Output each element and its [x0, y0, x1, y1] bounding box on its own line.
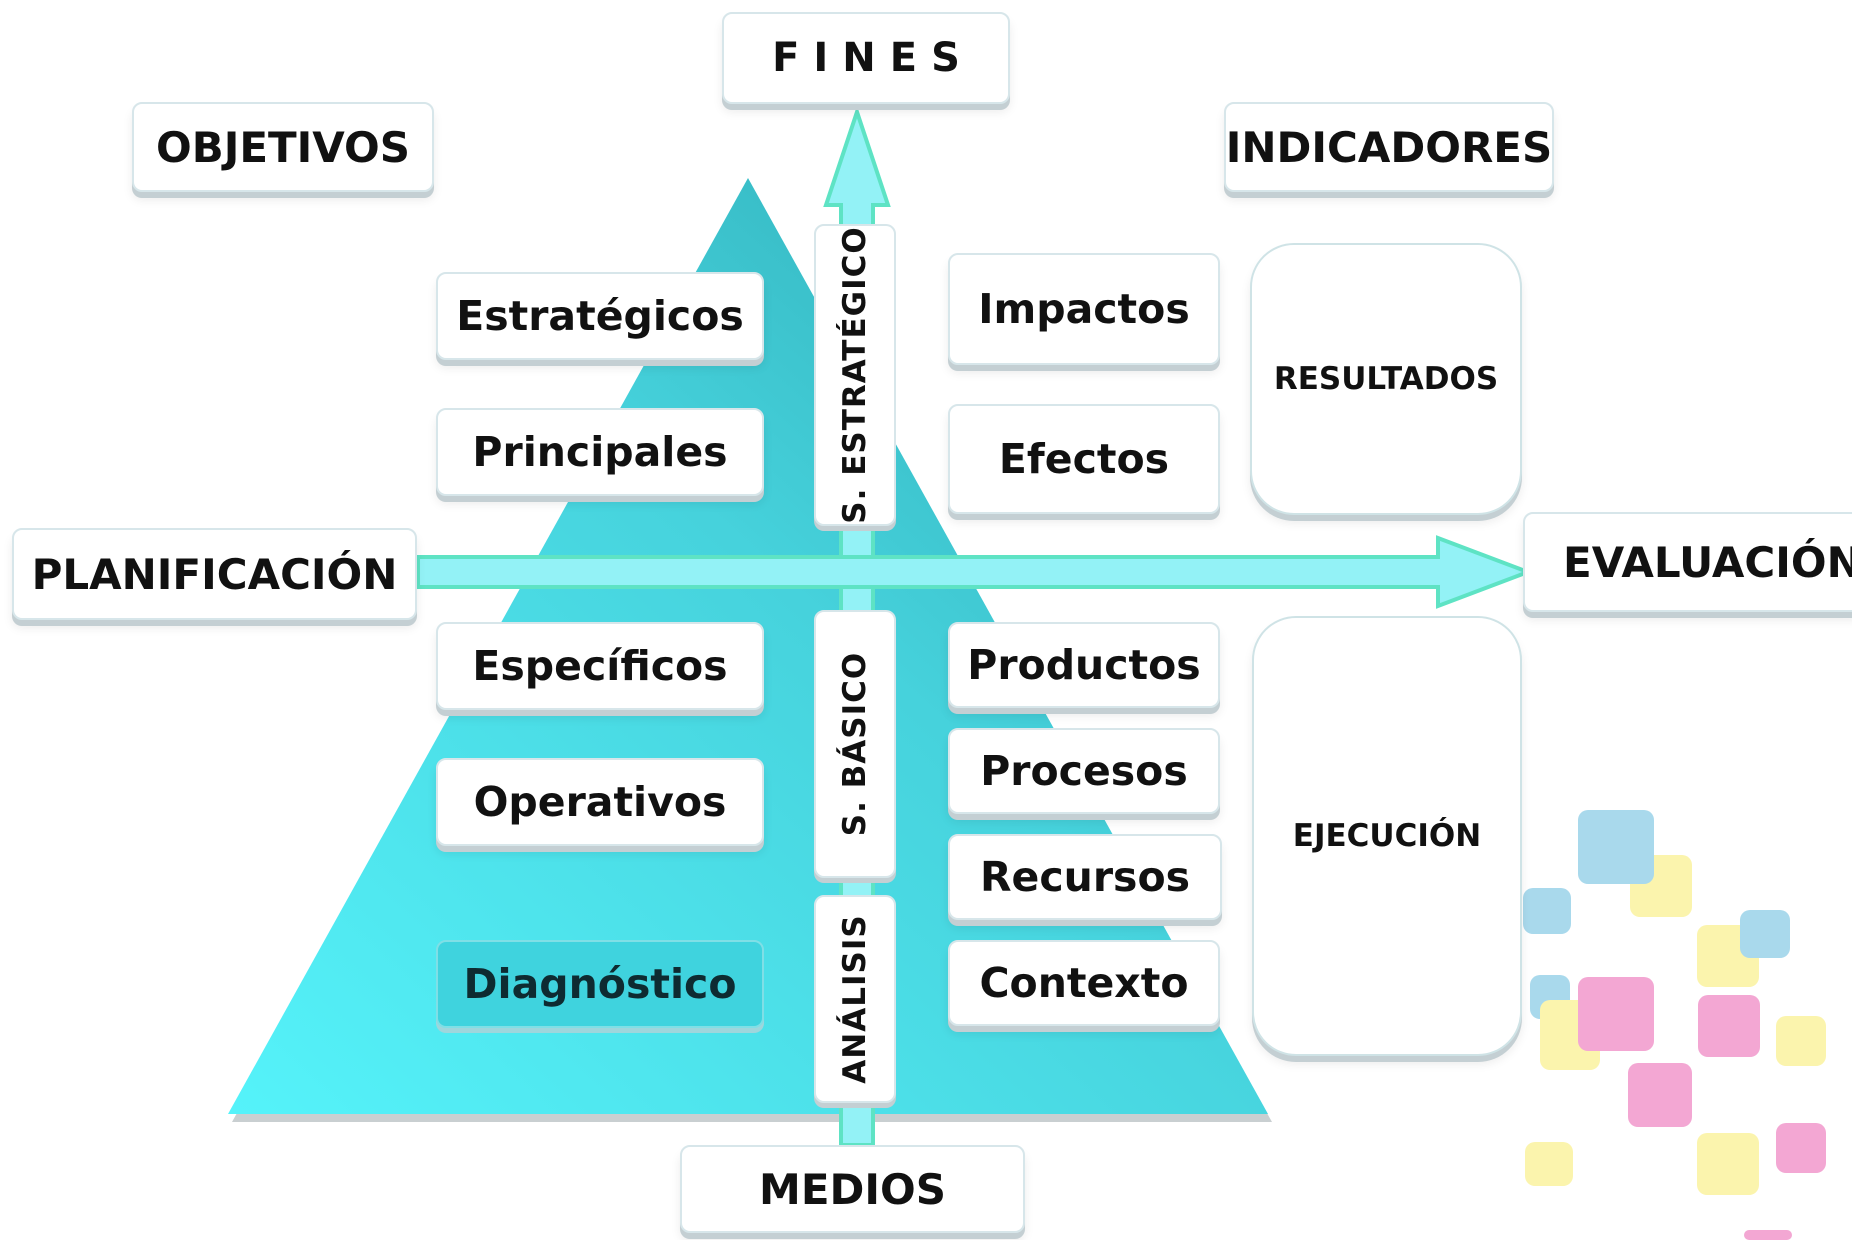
decor-square: [1698, 995, 1760, 1057]
objetivo-estrategicos: Estratégicos: [436, 272, 764, 360]
level-analisis-box: ANÁLISIS: [814, 895, 896, 1103]
indicadores-header: INDICADORES: [1224, 102, 1554, 192]
indicador-recursos: Recursos: [948, 834, 1222, 920]
decor-square: [1697, 1133, 1759, 1195]
level-basico-label: S. BÁSICO: [837, 651, 873, 837]
ejecucion-group: EJECUCIÓN: [1252, 616, 1522, 1056]
decor-square: [1776, 1016, 1826, 1066]
level-basico-box: S. BÁSICO: [814, 610, 896, 878]
planificacion-box: PLANIFICACIÓN: [12, 528, 417, 620]
objetivo-operativos: Operativos: [436, 758, 764, 846]
objetivo-diagnostico: Diagnóstico: [436, 940, 764, 1028]
decor-square: [1578, 977, 1654, 1051]
indicador-efectos: Efectos: [948, 404, 1220, 514]
medios-box: MEDIOS: [680, 1145, 1025, 1233]
objetivos-header: OBJETIVOS: [132, 102, 434, 192]
decor-square: [1523, 888, 1571, 934]
decor-square: [1525, 1142, 1573, 1186]
resultados-group: RESULTADOS: [1250, 243, 1522, 515]
objetivo-especificos: Específicos: [436, 622, 764, 710]
level-estrategico-label: S. ESTRATÉGICO: [837, 226, 873, 524]
decor-square: [1628, 1063, 1692, 1127]
level-estrategico-box: S. ESTRATÉGICO: [814, 224, 896, 526]
objetivo-principales: Principales: [436, 408, 764, 496]
decor-square: [1740, 910, 1790, 958]
level-analisis-label: ANÁLISIS: [837, 914, 873, 1084]
indicador-procesos: Procesos: [948, 728, 1220, 814]
indicador-contexto: Contexto: [948, 940, 1220, 1026]
decor-square: [1776, 1123, 1826, 1173]
indicador-productos: Productos: [948, 622, 1220, 708]
decor-square: [1744, 1230, 1792, 1240]
evaluacion-box: EVALUACIÓN: [1523, 512, 1852, 612]
horizontal-arrow: [416, 535, 1534, 609]
indicador-impactos: Impactos: [948, 253, 1220, 365]
decor-square: [1578, 810, 1654, 884]
fines-box: FINES: [722, 12, 1010, 104]
